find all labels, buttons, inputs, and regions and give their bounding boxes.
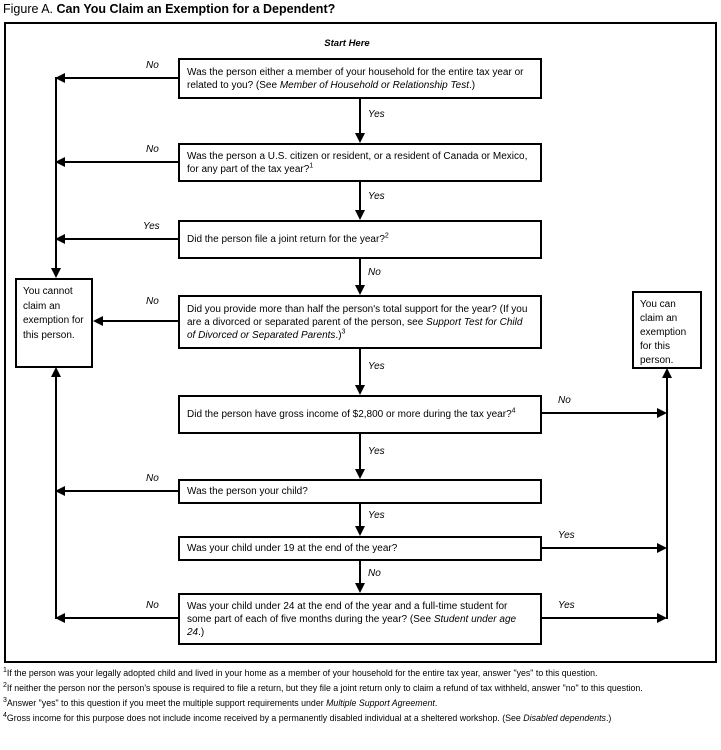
arrowhead-right-icon bbox=[657, 408, 667, 418]
question-text: Was your child under 24 at the end of th… bbox=[187, 600, 517, 638]
left-collector-upper bbox=[55, 77, 57, 270]
arrowhead-down-icon bbox=[355, 133, 365, 143]
branch-line-q6-no bbox=[62, 490, 178, 492]
branch-label-q5-yes: Yes bbox=[368, 446, 385, 457]
arrowhead-down-icon bbox=[355, 285, 365, 295]
question-text: Was the person either a member of your h… bbox=[187, 66, 524, 91]
figure-title-prefix: Figure A. bbox=[3, 2, 57, 16]
connector-q1-q2 bbox=[359, 98, 361, 135]
arrowhead-up-icon bbox=[51, 367, 61, 377]
connector-q6-q7 bbox=[359, 503, 361, 528]
figure-title-main: Can You Claim an Exemption for a Depende… bbox=[56, 2, 336, 16]
branch-label-q6-no: No bbox=[146, 473, 159, 484]
footnote-1: 1If the person was your legally adopted … bbox=[3, 667, 598, 678]
arrowhead-left-icon bbox=[55, 234, 65, 244]
connector-q2-q3 bbox=[359, 181, 361, 212]
branch-label-q4-yes: Yes bbox=[368, 361, 385, 372]
branch-line-q1-no bbox=[62, 77, 178, 79]
arrowhead-down-icon bbox=[355, 469, 365, 479]
branch-label-q3-no: No bbox=[368, 267, 381, 278]
question-text: Was the person your child? bbox=[187, 486, 308, 497]
connector-q4-q5 bbox=[359, 348, 361, 387]
question-box-7: Was your child under 19 at the end of th… bbox=[178, 536, 542, 561]
branch-line-q3-yes bbox=[62, 238, 178, 240]
branch-line-q7-yes bbox=[542, 547, 660, 549]
question-box-2: Was the person a U.S. citizen or residen… bbox=[178, 143, 542, 182]
branch-line-q8-yes bbox=[542, 617, 660, 619]
result-text-can: You can claim an exemption for this pers… bbox=[640, 299, 687, 366]
arrowhead-left-icon bbox=[55, 486, 65, 496]
arrowhead-down-icon bbox=[355, 526, 365, 536]
branch-label-q7-yes: Yes bbox=[558, 530, 575, 541]
branch-label-q1-no: No bbox=[146, 60, 159, 71]
connector-q3-q4 bbox=[359, 258, 361, 287]
arrowhead-down-icon bbox=[355, 583, 365, 593]
question-text: Did the person file a joint return for t… bbox=[187, 232, 389, 245]
question-box-8: Was your child under 24 at the end of th… bbox=[178, 593, 542, 645]
result-box-can-claim: You can claim an exemption for this pers… bbox=[632, 291, 702, 369]
branch-label-q1-yes: Yes bbox=[368, 109, 385, 120]
branch-label-q7-no: No bbox=[368, 568, 381, 579]
footnote-3: 3Answer "yes" to this question if you me… bbox=[3, 697, 438, 708]
question-text: Was the person a U.S. citizen or residen… bbox=[187, 150, 528, 175]
question-box-5: Did the person have gross income of $2,8… bbox=[178, 395, 542, 434]
connector-q5-q6 bbox=[359, 433, 361, 471]
arrowhead-left-icon bbox=[93, 316, 103, 326]
arrowhead-down-icon bbox=[355, 385, 365, 395]
branch-line-q8-no bbox=[62, 617, 178, 619]
question-box-6: Was the person your child? bbox=[178, 479, 542, 504]
question-box-3: Did the person file a joint return for t… bbox=[178, 220, 542, 259]
branch-label-q3-yes: Yes bbox=[143, 221, 160, 232]
branch-line-q2-no bbox=[62, 161, 178, 163]
arrowhead-down-icon bbox=[355, 210, 365, 220]
footnotes: 1If the person was your legally adopted … bbox=[3, 667, 717, 727]
footnote-2: 2If neither the person nor the person's … bbox=[3, 682, 643, 693]
branch-label-q5-no: No bbox=[558, 395, 571, 406]
question-box-1: Was the person either a member of your h… bbox=[178, 58, 542, 99]
question-text: Did the person have gross income of $2,8… bbox=[187, 407, 516, 420]
question-text: Did you provide more than half the perso… bbox=[187, 303, 528, 341]
arrowhead-left-icon bbox=[55, 157, 65, 167]
start-here-label: Start Here bbox=[324, 38, 370, 49]
flowchart-frame bbox=[4, 22, 717, 663]
arrowhead-right-icon bbox=[657, 613, 667, 623]
arrowhead-up-icon bbox=[662, 368, 672, 378]
footnote-4: 4Gross income for this purpose does not … bbox=[3, 712, 612, 723]
branch-label-q2-no: No bbox=[146, 144, 159, 155]
connector-q7-q8 bbox=[359, 561, 361, 585]
figure-title: Figure A. Can You Claim an Exemption for… bbox=[3, 2, 335, 16]
branch-label-q6-yes: Yes bbox=[368, 510, 385, 521]
arrowhead-down-icon bbox=[51, 268, 61, 278]
result-text-cannot: You cannot claim an exemption for this p… bbox=[23, 286, 84, 341]
arrowhead-left-icon bbox=[55, 73, 65, 83]
question-text: Was your child under 19 at the end of th… bbox=[187, 543, 398, 554]
branch-label-q8-yes: Yes bbox=[558, 600, 575, 611]
right-collector bbox=[666, 378, 668, 619]
branch-label-q8-no: No bbox=[146, 600, 159, 611]
arrowhead-left-icon bbox=[55, 613, 65, 623]
branch-line-q5-no bbox=[542, 412, 660, 414]
branch-line-q4-no bbox=[100, 320, 178, 322]
branch-label-q2-yes: Yes bbox=[368, 191, 385, 202]
branch-label-q4-no: No bbox=[146, 296, 159, 307]
question-box-4: Did you provide more than half the perso… bbox=[178, 295, 542, 349]
left-collector-lower bbox=[55, 377, 57, 619]
result-box-cannot-claim: You cannot claim an exemption for this p… bbox=[15, 278, 93, 368]
arrowhead-right-icon bbox=[657, 543, 667, 553]
